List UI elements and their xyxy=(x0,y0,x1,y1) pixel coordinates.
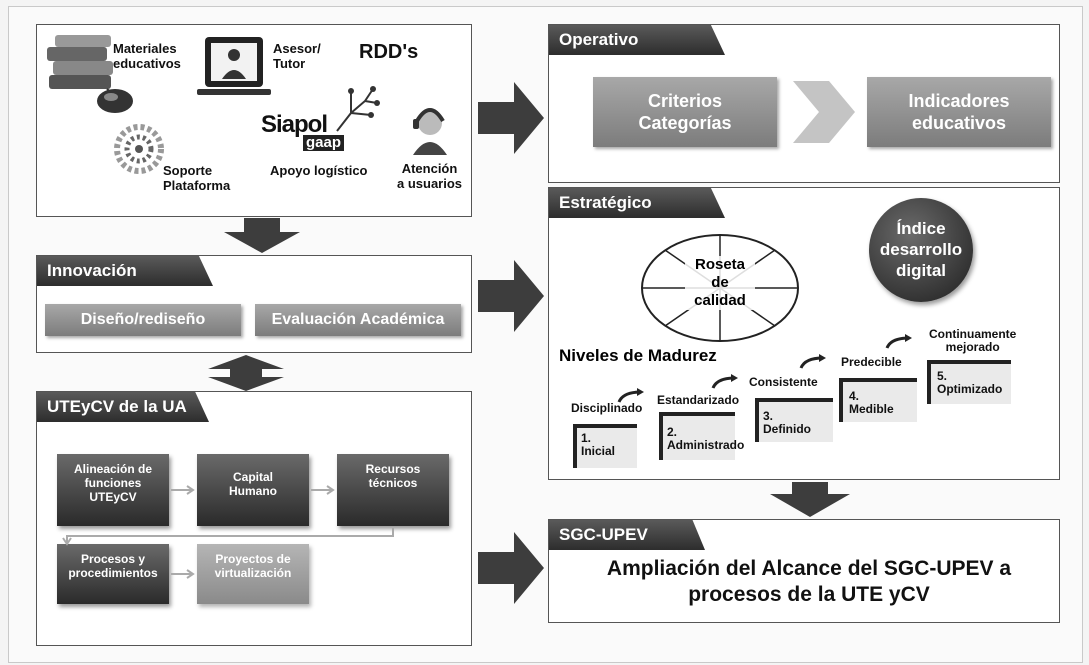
evaluacion-bar: Evaluación Académica xyxy=(255,304,461,336)
level-3-top: Consistente xyxy=(749,375,818,389)
roseta-label: Roseta de calidad xyxy=(685,256,755,310)
apoyo-label: Apoyo logístico xyxy=(270,163,368,178)
innovacion-header: Innovación xyxy=(37,256,213,286)
step-1 xyxy=(573,424,637,468)
recursos-box: Recursos técnicos xyxy=(337,454,449,526)
level-1-step: 1. Inicial xyxy=(581,431,616,458)
level-3-step: 3. Definido xyxy=(763,409,811,436)
diseno-bar: Diseño/rediseño xyxy=(45,304,241,336)
estrategico-header: Estratégico xyxy=(549,188,725,218)
chevron-arrow-icon xyxy=(793,81,855,143)
materiales-label: Materiales educativos xyxy=(113,41,181,71)
arrow-right-middle xyxy=(478,260,544,332)
arrow-right-top xyxy=(478,82,544,154)
gears-icon xyxy=(114,124,164,174)
arrow-updown-left xyxy=(208,355,284,391)
level-5-step: 5. Optimizado xyxy=(937,369,1003,396)
arrow-down-right xyxy=(770,482,850,517)
uteycv-panel: UTEyCV de la UA Alineación de funciones … xyxy=(36,391,472,646)
step-4 xyxy=(839,378,917,422)
arrow-down-left xyxy=(224,218,300,253)
flow-arrows xyxy=(62,485,394,579)
uteycv-header: UTEyCV de la UA xyxy=(37,392,209,422)
network-icon xyxy=(336,86,380,132)
proyectos-box: Proyectos de virtualización xyxy=(197,544,309,604)
support-agent-icon xyxy=(413,108,447,155)
operativo-panel: Operativo Criterios Categorías Indicador… xyxy=(548,24,1060,183)
siapol-logo: Siapol xyxy=(261,111,328,138)
rdds-label: RDD's xyxy=(359,41,419,63)
step-3 xyxy=(755,398,833,442)
step-5 xyxy=(927,360,1011,404)
sgc-header: SGC-UPEV xyxy=(549,520,705,550)
estrategico-panel: Estratégico Roseta de calidad Índice des… xyxy=(548,187,1060,480)
sgc-text: Ampliación del Alcance del SGC-UPEV a pr… xyxy=(606,557,1012,606)
criterios-box: Criterios Categorías xyxy=(593,77,777,147)
indicadores-box: Indicadores educativos xyxy=(867,77,1051,147)
asesor-label: Asesor/ Tutor xyxy=(273,41,321,71)
level-4-step: 4. Medible xyxy=(849,389,894,416)
procesos-box: Procesos y procedimientos xyxy=(57,544,169,604)
step-2 xyxy=(659,412,735,460)
operativo-header: Operativo xyxy=(549,25,725,55)
level-2-step: 2. Administrado xyxy=(667,425,745,452)
curved-step-arrows xyxy=(617,334,912,403)
arrow-right-bottom xyxy=(478,532,544,604)
innovacion-panel: Innovación Diseño/rediseño Evaluación Ac… xyxy=(36,255,472,353)
niveles-title: Niveles de Madurez xyxy=(559,346,717,365)
sgc-panel: SGC-UPEV Ampliación del Alcance del SGC-… xyxy=(548,519,1060,623)
level-4-top: Predecible xyxy=(841,355,902,369)
alineacion-box: Alineación de funciones UTEyCV xyxy=(57,454,169,526)
indice-circle: Índice desarrollo digital xyxy=(869,198,973,302)
level-2-top: Estandarizado xyxy=(657,393,740,407)
mouse-icon xyxy=(97,89,133,113)
atencion-label: Atención a usuarios xyxy=(397,161,463,191)
level-1-top: Disciplinado xyxy=(571,401,643,415)
resources-panel: Materiales educativos Asesor/ Tutor RDD'… xyxy=(36,24,472,217)
level-5-top: Continuamente mejorado xyxy=(929,327,1017,354)
laptop-tutor-icon xyxy=(197,37,271,95)
soporte-label: Soporte Plataforma xyxy=(163,163,231,193)
gaap-logo: gaap xyxy=(303,135,345,151)
capital-humano-box: Capital Humano xyxy=(197,454,309,526)
